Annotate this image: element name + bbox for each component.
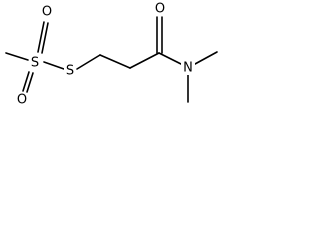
bond-s-s [43, 61, 65, 70]
atom-s-sulfonyl: S [29, 55, 41, 71]
atom-label-o-top: O [42, 5, 52, 20]
bond-s-ch2 [76, 54, 101, 70]
bond-n-methyl-right [194, 51, 218, 65]
bond-s-o-bottom-b [26, 72, 34, 93]
atom-label-o-bottom: O [17, 93, 27, 108]
bond-s-o-top-a [37, 21, 45, 53]
atom-s-thio: S [64, 63, 76, 79]
atom-n-amide: N [181, 61, 195, 76]
atom-labels: S O O S O N [16, 1, 195, 108]
bond-s-o-bottom-a [22, 71, 30, 92]
atom-label-n-amide: N [183, 61, 193, 76]
bonds [5, 16, 218, 103]
atom-o-bottom: O [16, 93, 28, 108]
bond-c-n [158, 52, 182, 65]
structure-svg: S O O S O N [5, 1, 218, 108]
atom-label-s-sulfonyl: S [31, 56, 39, 71]
bond-s-o-top-b [41, 22, 49, 54]
bond-methyl-sulfonyl [5, 52, 29, 61]
molecule-diagram: S O O S O N [0, 0, 250, 112]
bond-ch2-carbonyl [129, 52, 160, 69]
atom-label-o-carbonyl: O [155, 2, 165, 17]
atom-label-s-thio: S [66, 64, 74, 79]
atom-o-carbonyl: O [153, 1, 166, 17]
atom-o-top: O [41, 5, 53, 20]
bond-ch2-ch2 [99, 54, 131, 69]
